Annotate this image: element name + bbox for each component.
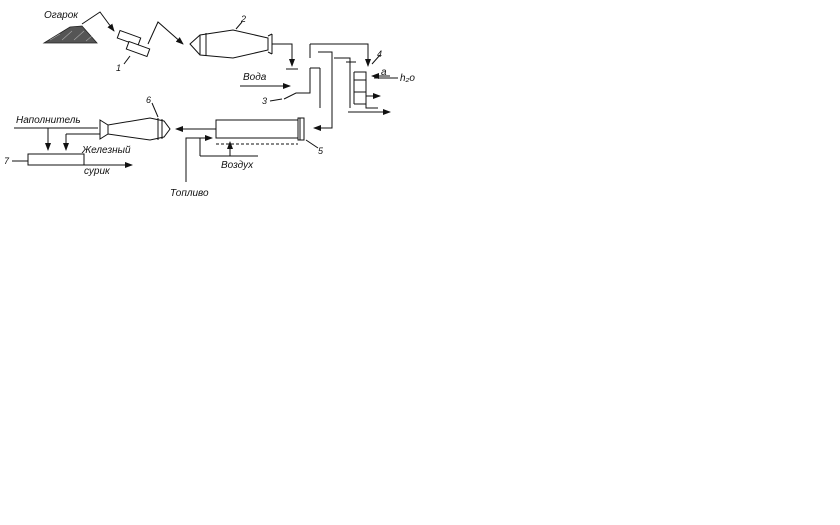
fuel-arrow	[185, 135, 213, 182]
ore-pile	[42, 25, 98, 44]
leader-4	[371, 54, 381, 65]
mixer-3	[283, 67, 321, 108]
water-label: Вода	[243, 72, 267, 83]
leader-3	[269, 98, 283, 102]
iron-minium-label-1: Железный	[81, 145, 131, 156]
rotary-kiln-5	[215, 117, 305, 145]
label-5: 5	[318, 146, 324, 156]
label-6: 6	[146, 95, 151, 105]
cyclone-2	[189, 29, 273, 59]
mill-6	[99, 117, 171, 141]
label-4: 4	[377, 49, 382, 59]
label-2: 2	[240, 14, 246, 24]
leader-2	[235, 21, 243, 30]
cyclone-discharge-arrow	[272, 43, 295, 67]
leader-6	[151, 102, 159, 118]
label-1: 1	[116, 63, 121, 73]
iron-minium-label-2: сурик	[84, 166, 111, 177]
filler-label: Наполнитель	[16, 115, 81, 126]
ore-feed-arrow	[81, 11, 115, 32]
label-7: 7	[4, 156, 10, 166]
packer-7	[27, 153, 85, 166]
stream-a-label: а	[381, 67, 387, 78]
label-3: 3	[262, 96, 267, 106]
leader-5	[305, 139, 319, 149]
column-to-kiln-arrow	[313, 108, 333, 131]
feeder-1	[116, 29, 151, 65]
air-label: Воздух	[221, 160, 254, 171]
feed-to-cyclone-arrow	[147, 21, 184, 45]
h2o-label: h₂o	[400, 73, 415, 84]
ore-label: Огарок	[44, 10, 79, 21]
fuel-label: Топливо	[170, 188, 209, 199]
